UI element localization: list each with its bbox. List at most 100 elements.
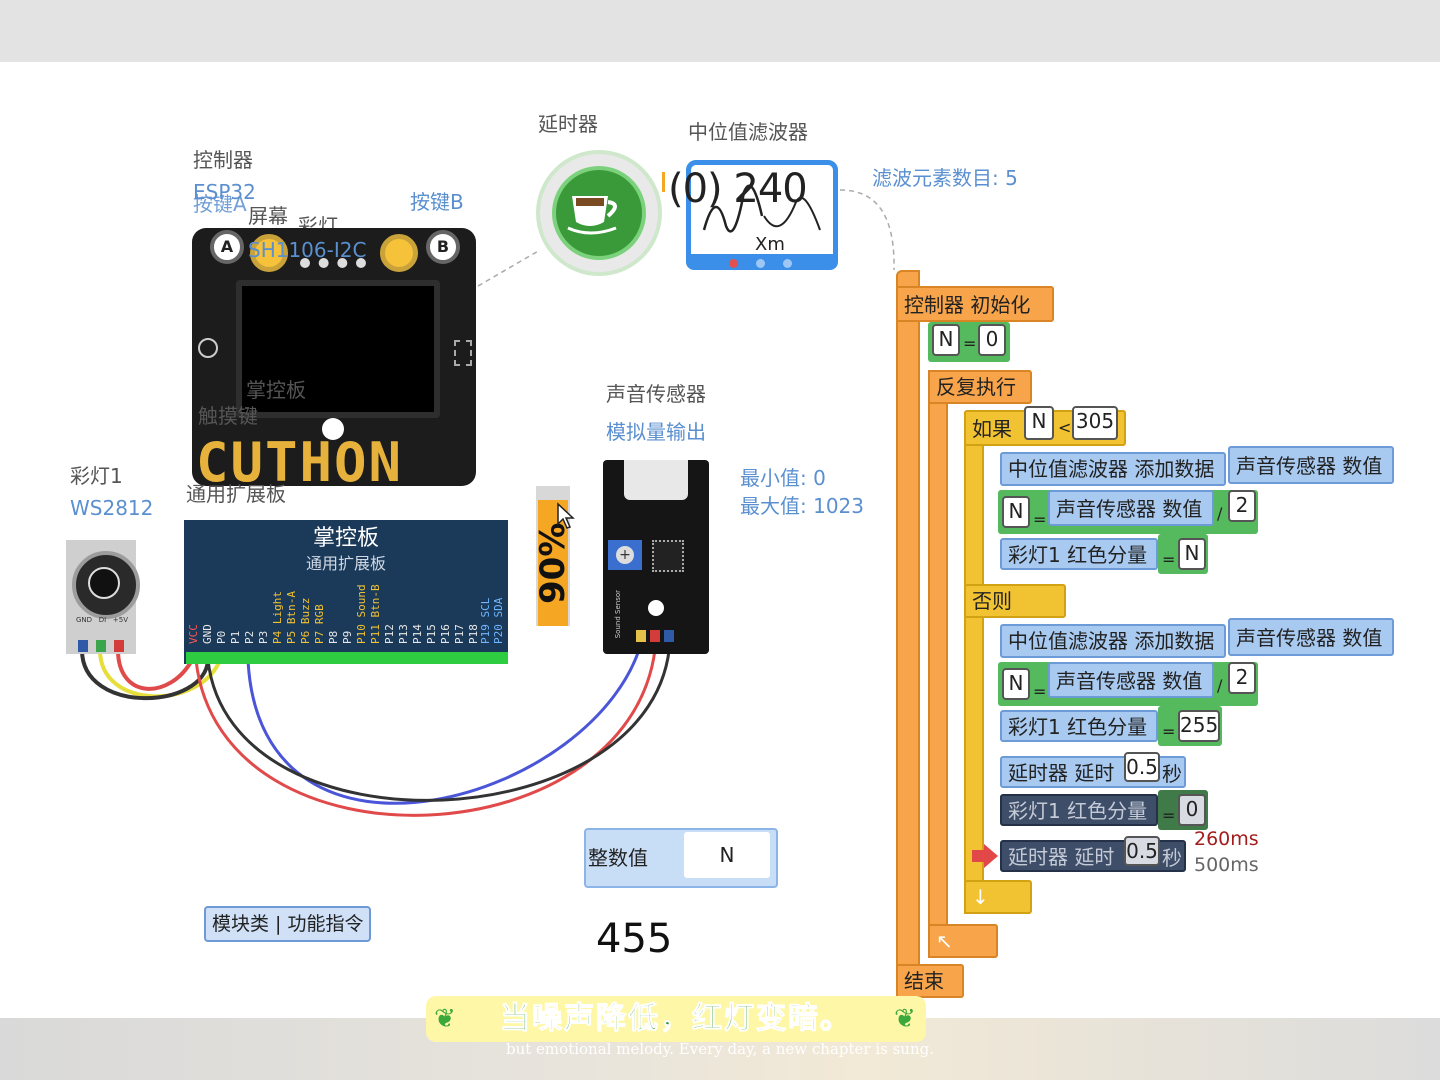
- filter-cursor: [662, 172, 665, 192]
- cup-glyph: [567, 196, 617, 235]
- else3-op: =: [1162, 722, 1176, 741]
- screen-label: 屏幕: [248, 204, 288, 228]
- waveform-icon: [702, 184, 821, 233]
- then2-divisor[interactable]: 2: [1228, 490, 1256, 522]
- then1-sensor-value[interactable]: 声音传感器 数值: [1228, 446, 1394, 484]
- sensor-title: 声音传感器: [606, 382, 706, 406]
- cond-op: <: [1058, 418, 1072, 437]
- assign-var[interactable]: N: [932, 324, 960, 356]
- pin-p16: P16: [439, 624, 452, 644]
- else4-target: 延时器: [1008, 761, 1068, 785]
- else5-op: =: [1162, 806, 1176, 825]
- touch-key[interactable]: [322, 418, 344, 440]
- sprout-icon-left: ❦: [434, 1004, 456, 1034]
- else3-value[interactable]: 255: [1178, 710, 1220, 742]
- loop-end-arrow: ↖: [928, 924, 998, 958]
- rgb-led-right: [380, 234, 418, 272]
- category-tag[interactable]: 模块类 | 功能指令: [204, 906, 372, 942]
- else6-action: 延时: [1074, 845, 1115, 869]
- else-block[interactable]: 否则: [964, 584, 1066, 618]
- then1-prop: 数值: [1342, 454, 1383, 478]
- sensor-mic-housing: [624, 460, 688, 500]
- then3-value[interactable]: N: [1178, 538, 1206, 570]
- ext-board-title: 掌控板: [312, 526, 379, 551]
- else-filter-add-block[interactable]: 中位值滤波器 添加数据: [1000, 624, 1226, 658]
- then2-sensor-value[interactable]: 声音传感器 数值: [1048, 490, 1214, 526]
- else-led-red-0-block[interactable]: 彩灯1 红色分量: [1000, 794, 1158, 826]
- end-block[interactable]: 结束: [896, 964, 964, 998]
- ext-board-label: 通用扩展板: [186, 482, 286, 506]
- assign-value[interactable]: 0: [978, 324, 1006, 356]
- button-a[interactable]: A: [210, 230, 244, 264]
- loop-block[interactable]: 反复执行: [928, 370, 1032, 404]
- button-b[interactable]: B: [426, 230, 460, 264]
- else-led-red-255-block[interactable]: 彩灯1 红色分量: [1000, 710, 1158, 742]
- ws2812-title: 彩灯1: [70, 464, 123, 488]
- then-led-red-block[interactable]: 彩灯1 红色分量: [1000, 538, 1158, 570]
- chinese-subtitle: 当噪声降低，红灯变暗。: [500, 1001, 852, 1037]
- ws-pin-red: [114, 640, 124, 652]
- sensor-pin-2: [650, 630, 660, 642]
- pin-p10: P10 Sound: [355, 584, 368, 644]
- else1-action: 添加数据: [1134, 629, 1215, 653]
- then3-target: 彩灯1: [1008, 543, 1061, 567]
- sensor-pin-3: [664, 630, 674, 642]
- else5-prop: 红色分量: [1067, 799, 1148, 823]
- assign-op: =: [963, 334, 977, 353]
- english-subtitle: but emotional melody. Every day, a new c…: [506, 1040, 934, 1058]
- then2-var[interactable]: N: [1002, 496, 1030, 528]
- else1-source: 声音传感器: [1236, 626, 1336, 650]
- if-end-arrow: ↓: [964, 880, 1032, 914]
- filter-dot-2: [756, 259, 765, 268]
- link-dashed-filter: [839, 189, 895, 271]
- else2-divisor[interactable]: 2: [1228, 662, 1256, 694]
- pin-p6: P6 Buzz: [299, 597, 312, 644]
- btn-a-label: 按键A: [193, 192, 247, 216]
- sound-level-fill: [538, 500, 568, 626]
- board-brand: 掌控板: [246, 378, 306, 402]
- timing-total: 500ms: [1194, 854, 1259, 876]
- pin-p5: P5 Btn-A: [285, 591, 298, 644]
- ext-board-subtitle: 通用扩展板: [305, 554, 386, 573]
- else4-value[interactable]: 0.5: [1124, 752, 1160, 782]
- rgb-led-left: [250, 234, 288, 272]
- cond-value[interactable]: 305: [1072, 406, 1118, 440]
- variable-name-field[interactable]: N: [684, 832, 770, 878]
- else6-target: 延时器: [1008, 845, 1068, 869]
- extension-board[interactable]: [184, 520, 508, 664]
- if-label: 如果: [972, 417, 1012, 441]
- else1-target: 中位值滤波器: [1008, 629, 1128, 653]
- pot-screw-icon: +: [616, 546, 634, 564]
- sensor-chip: [652, 540, 684, 572]
- filter-value: (0) 240: [668, 166, 808, 212]
- else6-value[interactable]: 0.5: [1124, 836, 1160, 866]
- pin-p7: P7 RGB: [313, 604, 326, 644]
- connector-icon: [454, 340, 472, 366]
- link-dashed-controller: [477, 249, 541, 287]
- wire-black-ws: [80, 649, 210, 701]
- else5-value[interactable]: 0: [1178, 794, 1206, 826]
- top-letterbox: [0, 0, 1440, 62]
- mouse-cursor-icon: [557, 502, 575, 529]
- ws2812-lens: [88, 567, 120, 599]
- else1-sensor-value[interactable]: 声音传感器 数值: [1228, 618, 1394, 656]
- else2-op: =: [1033, 682, 1047, 701]
- if-frame: [964, 412, 984, 914]
- cond-var[interactable]: N: [1024, 406, 1054, 440]
- else2-sensor-value[interactable]: 声音传感器 数值: [1048, 662, 1214, 698]
- pin-p20: P20 SDA: [492, 597, 505, 644]
- ws-pin-5v: +5V: [112, 616, 129, 624]
- controller-model: ESP32: [193, 180, 256, 204]
- then2-op: =: [1033, 510, 1047, 529]
- hat-block-controller-init[interactable]: 控制器 初始化: [896, 286, 1054, 322]
- then1-target: 中位值滤波器: [1008, 457, 1128, 481]
- delay-title: 延时器: [538, 112, 598, 136]
- btn-b-label: 按键B: [410, 190, 464, 214]
- then-filter-add-block[interactable]: 中位值滤波器 添加数据: [1000, 452, 1226, 486]
- pin-p12: P12: [383, 624, 396, 644]
- pin-p1: P1: [229, 630, 242, 644]
- ws-pin-di: DI: [98, 616, 107, 624]
- else2-var[interactable]: N: [1002, 668, 1030, 700]
- oled-screen: [236, 280, 440, 418]
